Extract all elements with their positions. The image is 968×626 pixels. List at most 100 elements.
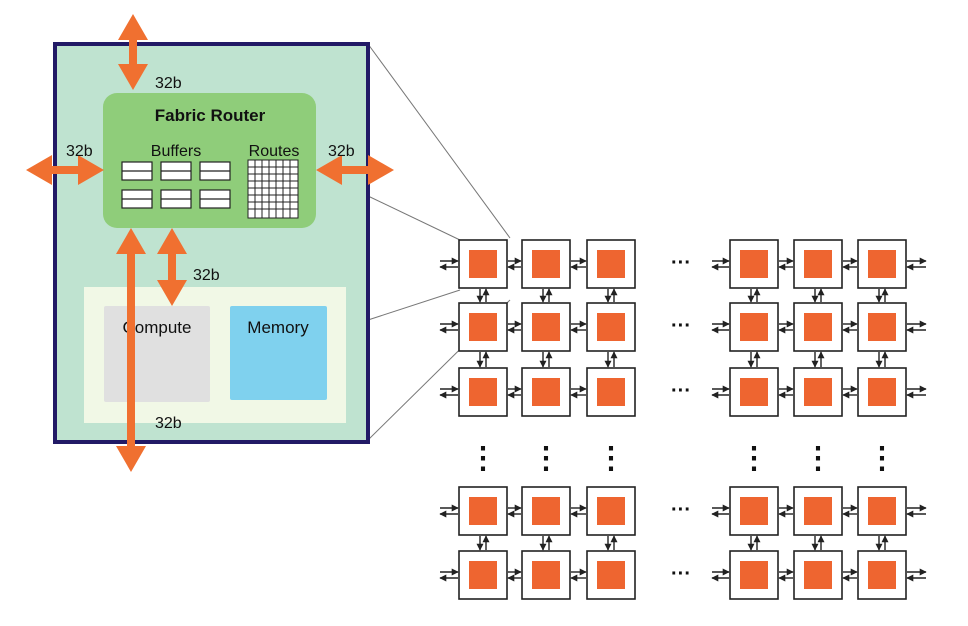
pe-core [469,561,497,589]
buffer-icon [160,189,192,209]
buffer-icon [121,189,153,209]
routes-label: Routes [249,143,300,160]
link-arrow-pair [842,320,858,334]
link-arrow-pair [747,288,761,303]
link-arrow-pair [439,504,459,518]
buffers-label: Buffers [151,143,201,160]
buffer-icon [199,161,231,181]
processing-element [793,302,843,352]
pe-core [532,497,560,525]
vertical-ellipsis: ⋮ [803,442,833,475]
buffers [121,161,231,209]
link-arrow-pair [604,351,618,368]
buffer-icon [199,189,231,209]
bidirectional-arrow-icon [118,14,148,90]
link-arrow-pair [711,568,730,582]
link-arrow-pair [906,385,927,399]
link-arrow-pair [747,351,761,368]
link-arrow-pair [476,351,490,368]
link-arrow-pair [539,535,553,551]
pe-core [740,250,768,278]
pe-core [740,378,768,406]
pe-core [804,378,832,406]
vertical-ellipsis: ⋮ [739,442,769,475]
link-arrow-pair [570,257,587,271]
link-arrow-pair [747,535,761,551]
memory-label: Memory [247,318,309,337]
link-arrow-pair [476,288,490,303]
link-arrow-pair [507,320,522,334]
link-arrow-pair [778,504,794,518]
link-arrow-pair [711,257,730,271]
pe-core [469,313,497,341]
link-arrow-pair [906,320,927,334]
pe-core [804,561,832,589]
pe-core [740,313,768,341]
link-arrow-pair [875,351,889,368]
link-width-right: 32b [328,143,355,160]
pe-core [804,313,832,341]
link-arrow-pair [875,288,889,303]
bidirectional-arrow-icon [157,228,187,306]
link-width-core: 32b [193,267,220,284]
buffer-icon [121,161,153,181]
processing-element [729,550,779,600]
link-arrow-pair [507,257,522,271]
pe-core [532,250,560,278]
link-arrow-pair [507,385,522,399]
link-arrow-pair [507,568,522,582]
link-arrow-pair [778,568,794,582]
link-arrow-pair [476,535,490,551]
pe-core [868,250,896,278]
link-arrow-pair [811,351,825,368]
pe-core [740,497,768,525]
link-arrow-pair [778,385,794,399]
pe-core [532,378,560,406]
pe-core [597,561,625,589]
pe-core [532,561,560,589]
buffer-icon [160,161,192,181]
pe-core [868,313,896,341]
link-arrow-pair [439,257,459,271]
bidirectional-arrow-icon [316,155,394,185]
link-arrow-pair [439,320,459,334]
horizontal-ellipsis: ··· [671,380,691,402]
link-width-bottom: 32b [155,415,182,432]
vertical-ellipsis: ⋮ [867,442,897,475]
horizontal-ellipsis: ··· [671,499,691,521]
link-arrow-pair [875,535,889,551]
pe-core [597,497,625,525]
link-arrow-pair [570,568,587,582]
link-arrow-pair [539,288,553,303]
link-arrow-pair [842,257,858,271]
link-arrow-pair [811,535,825,551]
pe-core [469,378,497,406]
horizontal-ellipsis: ··· [671,563,691,585]
link-arrow-pair [570,504,587,518]
processing-element [857,367,907,417]
processing-tile: Compute Memory Fabric Router Buffers Rou… [26,14,394,472]
link-arrow-pair [906,257,927,271]
vertical-ellipsis: ⋮ [596,442,626,475]
pe-core [597,250,625,278]
link-width-left: 32b [66,143,93,160]
pe-core [868,378,896,406]
pe-core [804,497,832,525]
link-arrow-pair [778,320,794,334]
pe-core [804,250,832,278]
bidirectional-arrow-icon [26,155,104,185]
link-arrows [26,14,394,472]
pe-core [740,561,768,589]
vertical-ellipsis: ⋮ [531,442,561,475]
pe-core [868,497,896,525]
link-arrow-pair [906,568,927,582]
link-arrow-pair [570,385,587,399]
processing-element [857,239,907,289]
processing-element [458,550,508,600]
link-arrow-pair [842,504,858,518]
link-arrow-pair [604,288,618,303]
link-arrow-pair [906,504,927,518]
link-arrow-pair [507,504,522,518]
bidirectional-arrow-icon [116,228,146,472]
